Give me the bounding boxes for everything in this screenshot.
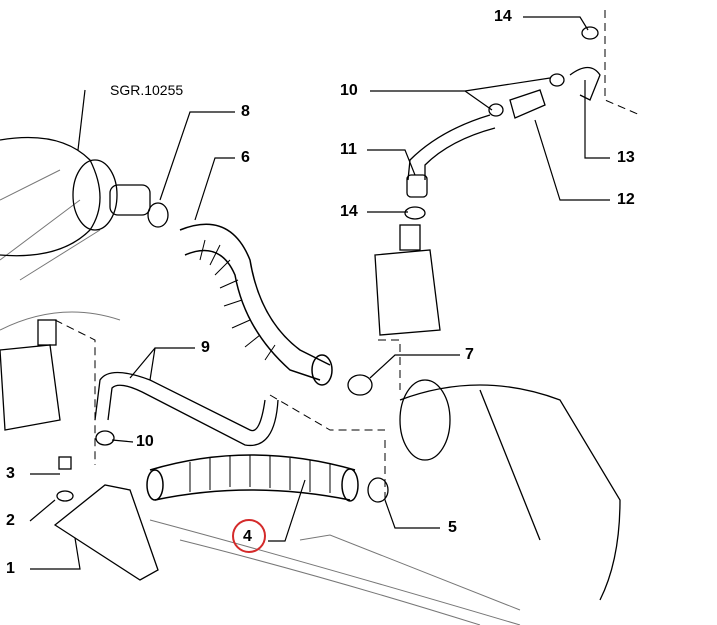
hose-4 [146,454,359,502]
hose-11 [406,66,601,198]
callout-10-bottom[interactable]: 10 [136,433,154,450]
washer-2 [56,490,74,502]
callout-5[interactable]: 5 [448,519,457,536]
reservoir-left [0,319,61,431]
highlight-circle [232,519,266,553]
bracket-1 [53,484,159,581]
callout-7[interactable]: 7 [465,346,474,363]
reservoir-upper [374,224,441,336]
hose-9 [94,371,279,447]
callout-14-top[interactable]: 14 [494,8,512,25]
callout-8[interactable]: 8 [241,103,250,120]
callout-9[interactable]: 9 [201,339,210,356]
clamps [95,26,599,503]
leader-lines [29,16,610,570]
callout-10-top[interactable]: 10 [340,82,358,99]
air-filter-lower [399,379,621,601]
callout-12[interactable]: 12 [617,191,635,208]
callout-4[interactable]: 4 [243,528,252,545]
air-filter-upper [0,136,151,257]
hose-6 [179,223,333,386]
callout-3[interactable]: 3 [6,465,15,482]
callout-1[interactable]: 1 [6,560,15,577]
reference-code: SGR.10255 [110,82,184,98]
bolt-3 [58,456,72,470]
callout-11[interactable]: 11 [340,141,357,158]
callout-13[interactable]: 13 [617,149,635,166]
callout-6[interactable]: 6 [241,149,250,166]
body-panel [0,169,521,625]
callout-14-mid[interactable]: 14 [340,203,358,220]
callout-2[interactable]: 2 [6,512,15,529]
